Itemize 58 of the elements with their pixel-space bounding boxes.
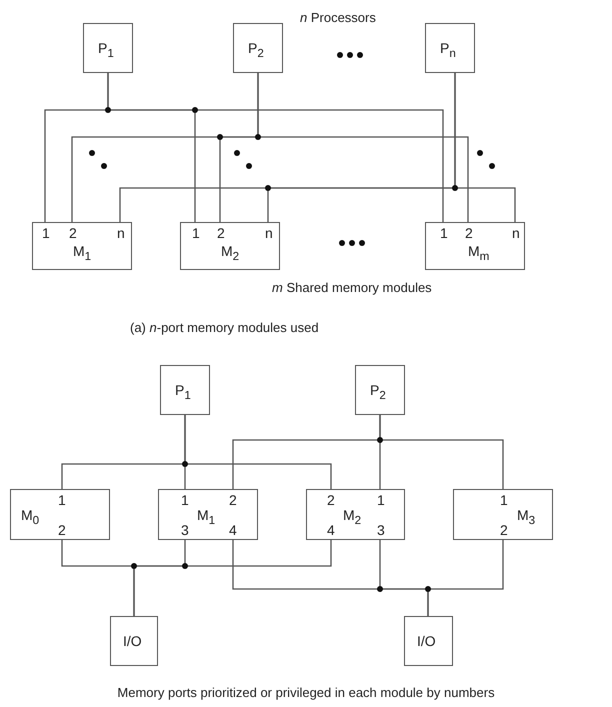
io-label: I/O <box>417 633 436 649</box>
module-label: M$_{1}$ <box>73 243 92 265</box>
processor-box <box>233 23 283 73</box>
processor-box <box>355 365 405 415</box>
port-number: 1 <box>181 492 189 508</box>
module-label: M$_{2}$ <box>343 507 362 529</box>
annotation: n Processors <box>300 10 376 25</box>
port-number: n <box>265 225 273 241</box>
processor-label: P$_{2}$ <box>248 40 264 62</box>
module-label: M$_{1}$ <box>197 507 216 529</box>
io-label: I/O <box>123 633 142 649</box>
port-number: 1 <box>42 225 50 241</box>
memory-module-box <box>180 222 280 270</box>
io-box <box>110 616 158 666</box>
port-number: 3 <box>181 522 189 538</box>
processor-box <box>83 23 133 73</box>
port-number: 1 <box>377 492 385 508</box>
port-number: 3 <box>377 522 385 538</box>
caption: Memory ports prioritized or privileged in each module by numbers <box>116 685 496 700</box>
memory-module-box <box>425 222 525 270</box>
io-box <box>404 616 453 666</box>
memory-module-box <box>306 489 405 540</box>
module-label: M$_{m}$ <box>468 243 490 265</box>
port-number: 1 <box>440 225 448 241</box>
memory-module-box <box>10 489 110 540</box>
port-number: 4 <box>229 522 237 538</box>
port-number: 2 <box>69 225 77 241</box>
memory-module-box <box>32 222 132 270</box>
annotation: m Shared memory modules <box>272 280 432 295</box>
port-number: 1 <box>58 492 66 508</box>
module-label: M$_{3}$ <box>517 507 536 529</box>
processor-label: P$_{2}$ <box>370 382 386 404</box>
processor-label: P$_{n}$ <box>440 40 456 62</box>
processor-box <box>160 365 210 415</box>
port-number: 2 <box>58 522 66 538</box>
port-number: 2 <box>465 225 473 241</box>
port-number: 1 <box>192 225 200 241</box>
port-number: 1 <box>500 492 508 508</box>
memory-module-box <box>158 489 258 540</box>
bus-line <box>427 540 504 616</box>
port-number: 2 <box>327 492 335 508</box>
bus-line <box>133 540 332 616</box>
memory-module-box <box>453 489 553 540</box>
processor-label: P$_{1}$ <box>98 40 114 62</box>
caption: (a) n-port memory modules used <box>130 320 319 335</box>
port-number: 4 <box>327 522 335 538</box>
module-label: M$_{0}$ <box>21 507 40 529</box>
port-number: n <box>512 225 520 241</box>
port-number: 2 <box>217 225 225 241</box>
bus-line <box>184 415 332 489</box>
bus-line <box>454 73 516 222</box>
processor-box <box>425 23 475 73</box>
port-number: n <box>117 225 125 241</box>
module-label: M$_{2}$ <box>221 243 240 265</box>
processor-label: P$_{1}$ <box>175 382 191 404</box>
port-number: 2 <box>500 522 508 538</box>
bus-line <box>379 415 504 489</box>
port-number: 2 <box>229 492 237 508</box>
